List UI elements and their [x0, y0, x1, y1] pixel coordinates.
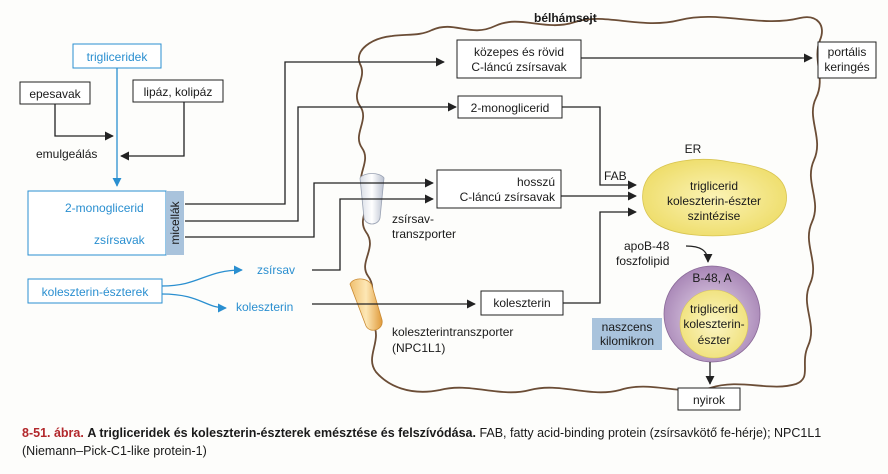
- cell-label: bélhámsejt: [534, 11, 597, 25]
- chylo-text-2: koleszterin-: [683, 317, 744, 331]
- medium-chain-label-2: C-láncú zsírsavak: [471, 60, 567, 74]
- micella-box: [27, 190, 167, 256]
- split-arrow-down: [161, 293, 227, 313]
- portalis-box: [817, 41, 877, 79]
- nyirok-label: nyirok: [693, 393, 726, 407]
- naszcens-label-1: naszcens: [602, 320, 653, 334]
- emulgealas-label: emulgeálás: [36, 147, 97, 161]
- micella-zsirsavak-label: zsírsavak: [94, 233, 146, 247]
- split-arrow-up: [161, 265, 243, 287]
- koleszterin-lumen-label: koleszterin: [236, 300, 293, 314]
- long-chain-arrow-1: [185, 178, 434, 238]
- monoglicerid-arrow: [185, 102, 457, 222]
- nyirok-box: [677, 387, 741, 411]
- long-chain-box: [436, 169, 562, 209]
- micella-band: [166, 191, 184, 255]
- long-chain-label-2: C-láncú zsírsavak: [460, 190, 556, 204]
- fatty-acid-transporter-label-1: zsírsav-: [392, 212, 434, 226]
- koleszterin-eszterek-label: koleszterin-észterek: [42, 285, 150, 299]
- er-text-2: koleszterin-észter: [667, 194, 761, 208]
- fatty-acid-transporter-label-2: transzporter: [392, 227, 456, 241]
- zsirsav-label: zsírsav: [257, 263, 295, 277]
- er-label: ER: [685, 142, 702, 156]
- micellak-label: micellák: [168, 200, 182, 244]
- chylo-top-label: B-48, A: [692, 271, 731, 285]
- er-text-3: szintézise: [688, 209, 741, 223]
- fab-label: FAB: [604, 169, 627, 183]
- trigliceridek-label: trigliceridek: [87, 50, 149, 64]
- lipaz-arrow: [120, 102, 185, 161]
- long-chain-arrow-2: [312, 194, 434, 271]
- micella-monoglicerid-label: 2-monoglicerid: [65, 201, 144, 215]
- chylo-text-1: triglicerid: [690, 302, 738, 316]
- figure-title: A trigliceridek és koleszterin-észterek …: [87, 426, 476, 440]
- apob-label-1: apoB-48: [624, 239, 670, 253]
- medium-chain-box: [456, 39, 582, 79]
- portalis-label-1: portális: [828, 45, 867, 59]
- chylo-text-3: észter: [698, 333, 731, 347]
- medium-chain-arrow: [185, 57, 445, 205]
- lipaz-box: [132, 79, 224, 103]
- lipaz-label: lipáz, kolipáz: [144, 85, 213, 99]
- long-chain-label-1: hosszú: [517, 175, 555, 189]
- cholesterol-transporter-label-2: (NPC1L1): [392, 341, 445, 355]
- epesavak-label: epesavak: [29, 87, 81, 101]
- figure-number: 8-51. ábra.: [22, 426, 84, 440]
- cholesterol-transporter-label-1: koleszterintranszporter: [392, 325, 513, 339]
- medium-chain-label-1: közepes és rövid: [474, 45, 564, 59]
- apob-label-2: foszfolipid: [616, 254, 669, 268]
- er-text-1: triglicerid: [690, 179, 738, 193]
- epesavak-arrow: [54, 104, 114, 141]
- koleszterin-cell-label: koleszterin: [493, 296, 550, 310]
- figure-text: FAB, fatty acid-binding protein (zsírsav…: [22, 426, 822, 458]
- er-shape: [642, 159, 787, 237]
- monoglicerid-cell-label: 2-monoglicerid: [471, 101, 550, 115]
- naszcens-box: [592, 318, 662, 350]
- koleszterin-to-er-arrow: [563, 207, 637, 304]
- koleszterin-eszterek-box: [27, 278, 163, 304]
- figure-caption: 8-51. ábra. A trigliceridek és koleszter…: [22, 424, 872, 460]
- naszcens-label-2: kilomikron: [600, 334, 654, 348]
- portalis-label-2: keringés: [824, 60, 869, 74]
- er-to-chylo-arrow: [685, 245, 713, 263]
- chylomicron-core: [679, 289, 749, 359]
- monoglicerid-to-er-arrow: [562, 106, 637, 190]
